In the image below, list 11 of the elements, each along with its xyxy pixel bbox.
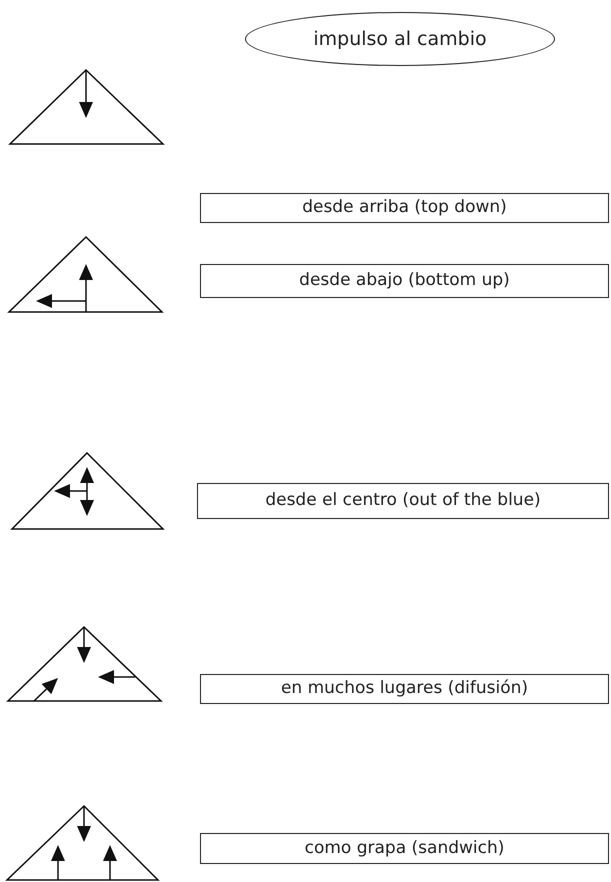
node-text: desde abajo (bottom up) (299, 269, 510, 292)
label-box (200, 674, 609, 704)
label-box (200, 193, 609, 223)
label-box (197, 483, 609, 519)
label-box (200, 264, 609, 298)
node-text: desde arriba (top down) (302, 196, 507, 220)
node-text: en muchos lugares (difusión) (280, 677, 528, 700)
node-text: impulso al cambio (313, 26, 487, 52)
node-text: desde el centro (out of the blue) (265, 489, 541, 512)
node-text: como grapa (sandwich) (304, 836, 504, 860)
label-box (200, 833, 609, 864)
